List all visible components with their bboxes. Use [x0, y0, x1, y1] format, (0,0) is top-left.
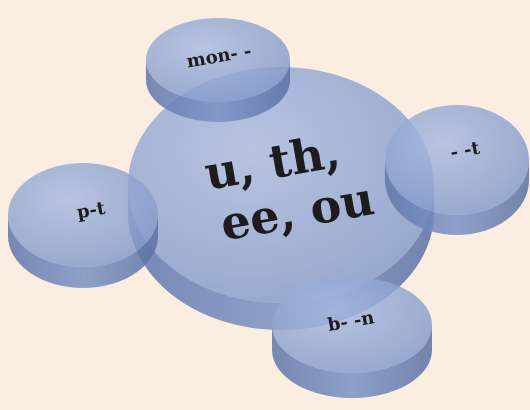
satellite-label-right: - -t	[449, 138, 482, 164]
satellite-disc-top	[146, 18, 290, 122]
satellite-disc-bottom	[272, 277, 432, 398]
satellite-label-left: p-t	[75, 198, 107, 224]
satellite-disc-right	[385, 105, 529, 235]
satellite-disc-left	[8, 163, 158, 288]
